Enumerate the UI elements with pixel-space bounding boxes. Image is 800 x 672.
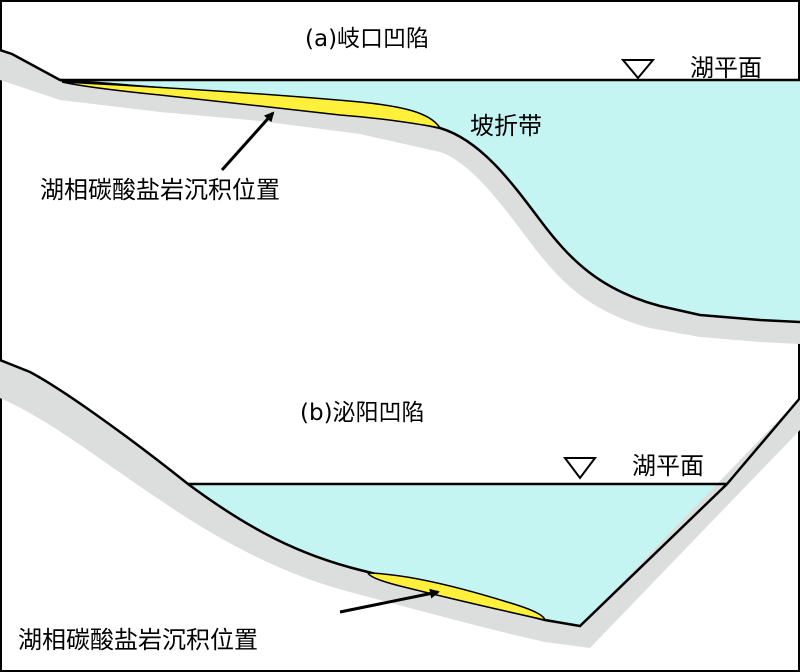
- panel-b-title: (b)泌阳凹陷: [300, 400, 425, 426]
- panel-b: (b)泌阳凹陷 湖平面 湖相碳酸盐岩沉积位置: [0, 358, 800, 654]
- panel-a-water-level-label: 湖平面: [690, 54, 762, 82]
- panel-a-lake-water: [60, 80, 800, 322]
- panel-a-deposit-label: 湖相碳酸盐岩沉积位置: [40, 176, 280, 204]
- panel-a-title: (a)岐口凹陷: [305, 26, 429, 52]
- panel-b-lake-water: [188, 484, 727, 626]
- panel-b-pointer-arrow-icon: [339, 588, 440, 614]
- panel-b-deposit-label: 湖相碳酸盐岩沉积位置: [18, 626, 258, 654]
- panel-a-pointer-arrow-icon: [220, 111, 275, 172]
- panel-b-carbonate-deposit: [366, 572, 547, 621]
- panel-a-water-level-marker-icon: [620, 59, 656, 80]
- panel-a-carbonate-deposit: [61, 81, 442, 130]
- panel-a-slope-break-label: 坡折带: [470, 112, 542, 140]
- panel-b-basement-layer: [0, 360, 800, 648]
- panel-a: (a)岐口凹陷 湖平面 坡折带 湖相碳酸盐岩沉积位置: [0, 26, 800, 344]
- panel-b-water-level-marker-icon: [563, 457, 597, 480]
- panel-b-water-level-label: 湖平面: [632, 452, 704, 480]
